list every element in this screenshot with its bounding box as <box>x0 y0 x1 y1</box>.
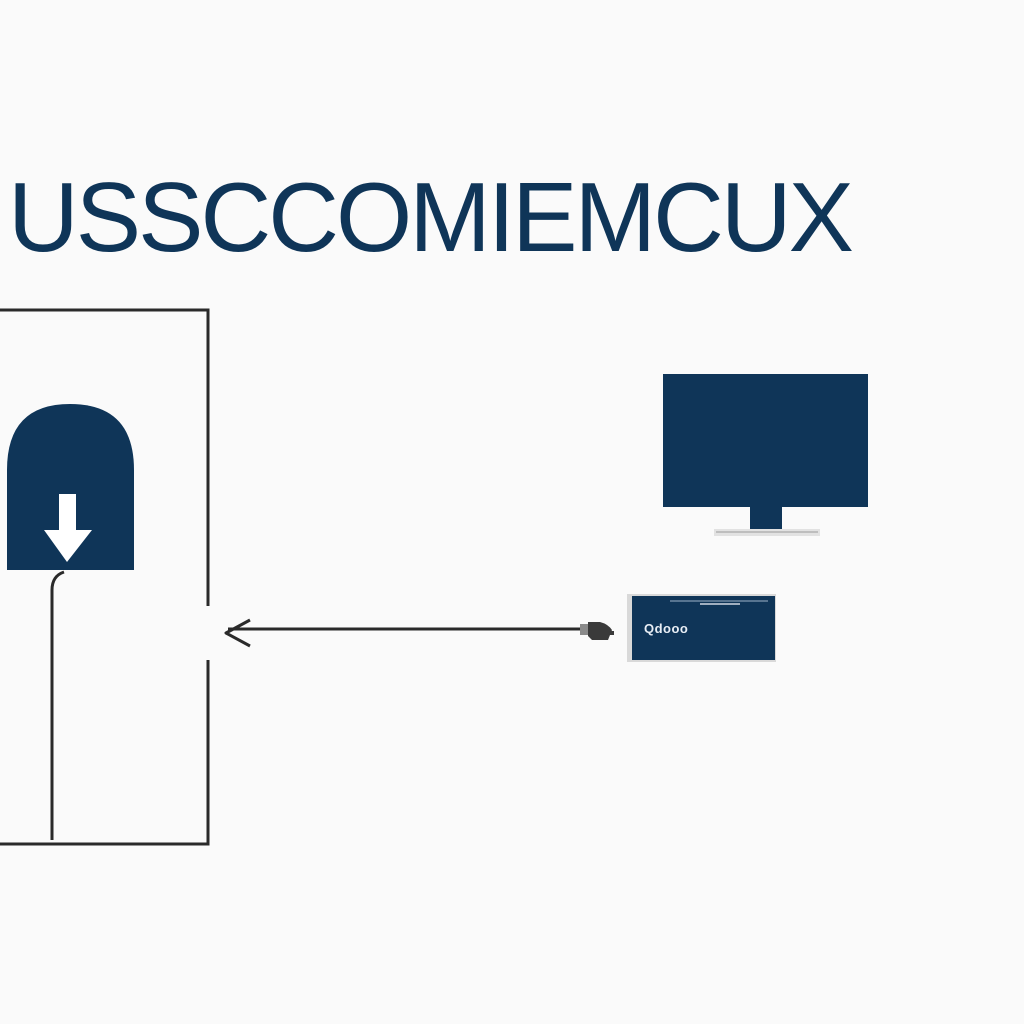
enclosure-frame <box>0 308 210 846</box>
monitor-icon <box>663 374 868 536</box>
vertical-lead-line <box>50 570 65 840</box>
diagram-title: USSCCOMIEMCUX <box>8 162 854 272</box>
plug-icon <box>580 622 614 640</box>
adapter-device-icon <box>627 594 776 662</box>
connection-arrow <box>224 618 584 648</box>
download-shield-icon <box>7 404 134 570</box>
device-label: Qdooo <box>644 621 689 636</box>
